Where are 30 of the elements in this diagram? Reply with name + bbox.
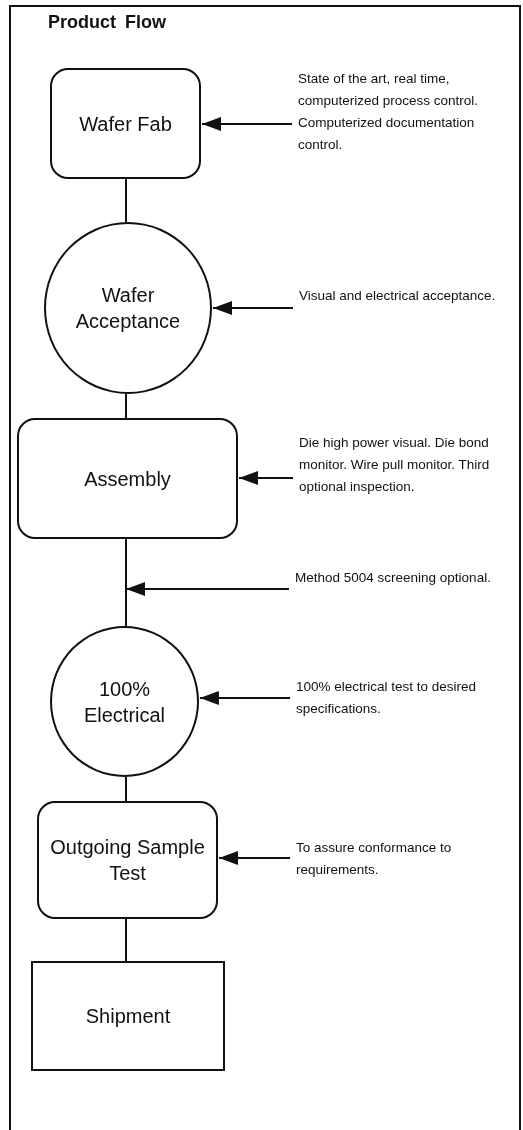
connector-line — [125, 776, 127, 802]
arrow — [238, 471, 294, 485]
annotation-text: Visual and electrical acceptance. — [299, 285, 514, 307]
connector-line — [125, 393, 127, 419]
annotation-text: To assure conformance to requirements. — [296, 837, 511, 881]
process-circle — [50, 626, 199, 777]
node-label: Assembly — [83, 466, 172, 492]
node-label: Outgoing Sample Test — [49, 835, 206, 886]
arrow — [125, 582, 290, 596]
connector-line — [125, 178, 127, 223]
process-box — [37, 801, 218, 919]
node-label: 100% Electrical — [82, 676, 167, 728]
node-label: Wafer Acceptance — [74, 283, 182, 334]
process-box — [17, 418, 238, 539]
process-circle — [44, 222, 212, 394]
connector-line — [125, 918, 127, 962]
connector-line — [125, 538, 127, 627]
node-label: Shipment — [84, 1004, 172, 1029]
diagram-title: Product Flow — [48, 12, 166, 33]
process-box — [50, 68, 201, 179]
annotation-text: State of the art, real time, computerized process control. Computerized documentation control. — [298, 68, 513, 156]
arrow — [218, 851, 291, 865]
annotation-text: Method 5004 screening optional. — [295, 567, 510, 589]
annotation-text: Die high power visual. Die bond monitor. Wire pull monitor. Third optional inspection. — [299, 432, 514, 498]
process-box — [31, 961, 225, 1071]
arrow — [198, 691, 291, 705]
arrow — [201, 117, 293, 131]
arrow — [212, 301, 294, 315]
annotation-text: 100% electrical test to desired specifications. — [296, 676, 511, 720]
node-label: Wafer Fab — [78, 111, 173, 137]
